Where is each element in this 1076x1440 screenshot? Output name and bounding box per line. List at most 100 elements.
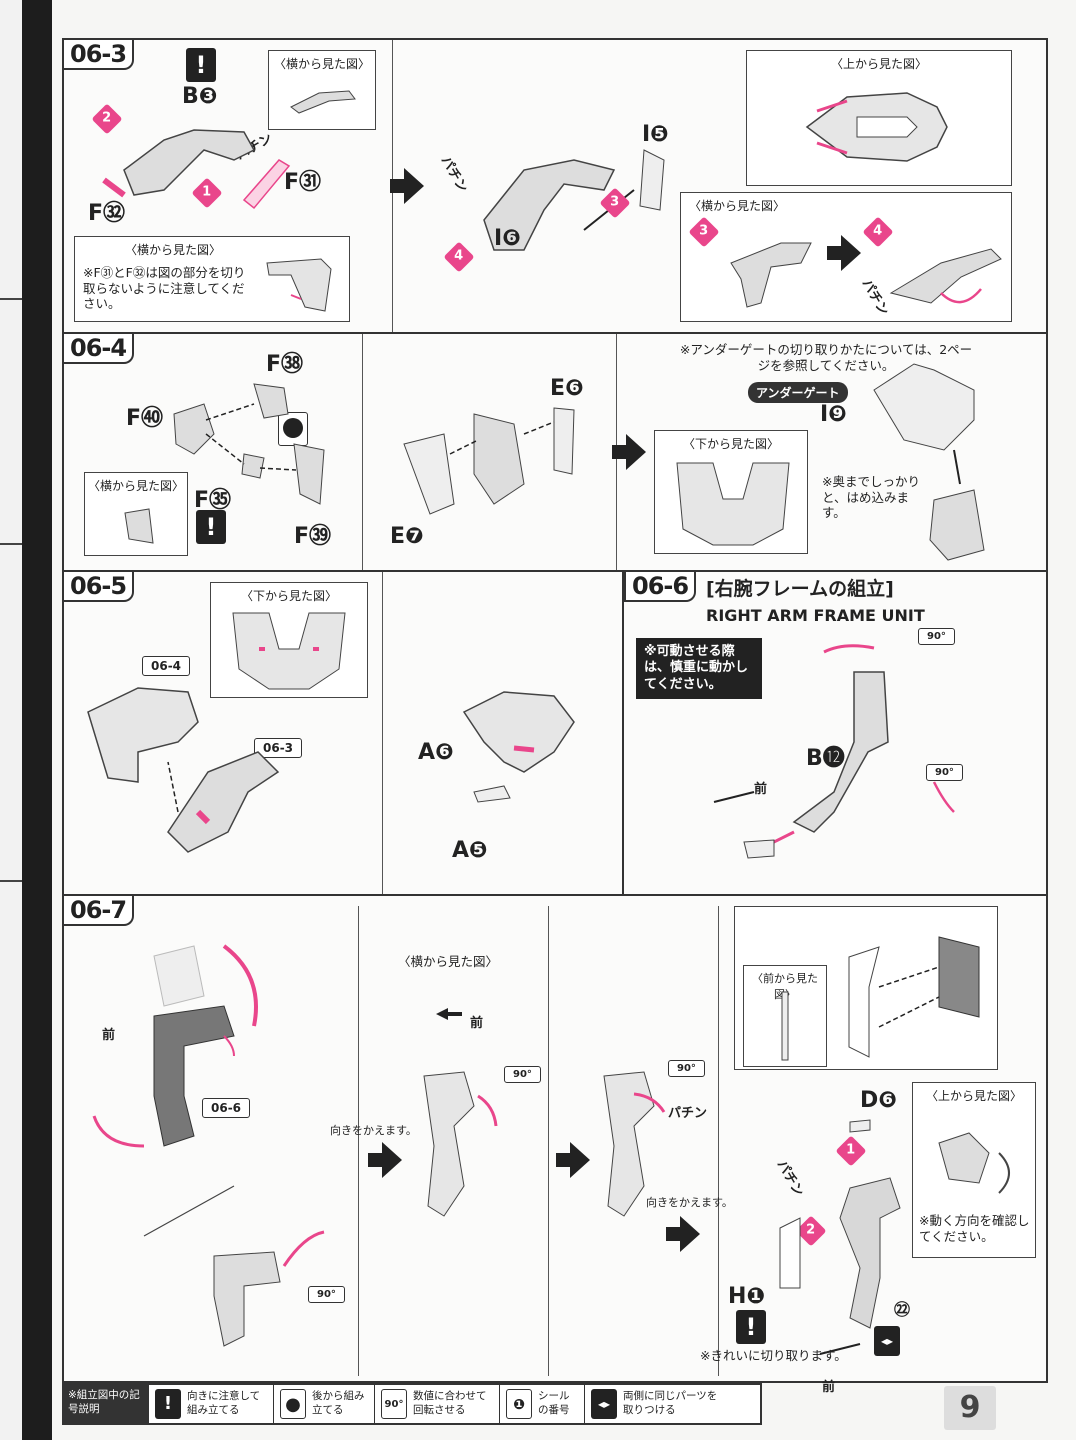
caution-icon: ! <box>736 1310 766 1344</box>
cut-note: ※F㉛とF㉜は図の部分を切り取らないように注意してください。 <box>83 265 246 312</box>
part-label-f35: F㉟ <box>194 488 232 513</box>
caution-icon: ! <box>196 510 226 544</box>
inset-caption: 〈横から見た図〉 <box>87 479 184 493</box>
ref-06-3: 06-3 <box>254 738 303 758</box>
part-label-d6: D❻ <box>860 1088 897 1113</box>
part-illustration <box>87 687 280 853</box>
front-label: 前 <box>754 782 768 797</box>
legend-text: 数値に合わせて回転させる <box>413 1390 487 1416</box>
page-edge-rule <box>0 298 22 300</box>
part-illustration <box>124 508 154 544</box>
step-06-4: 06-4 F㊳ F㊵ F㉟ F㊴ ! 〈横から見た図〉 <box>64 334 1046 572</box>
part-illustration <box>92 944 325 1347</box>
part-label-i6: I❻ <box>494 226 521 251</box>
check-note: ※動く方向を確認してください。 <box>919 1213 1030 1244</box>
previous-page-edge <box>0 0 22 1440</box>
front-label: 前 <box>822 1380 836 1395</box>
symbol-legend: ※組立図中の記号説明 ! 向きに注意して組み立てる ● 後から組み立てる 90°… <box>62 1383 762 1425</box>
part-label-f40: F㊵ <box>126 406 164 431</box>
undergate-note: ※アンダーゲートの切り取りかたについては、2ページを参照してください。 <box>679 342 973 373</box>
divider <box>622 572 624 894</box>
step-label: 06-5 <box>64 572 135 602</box>
ref-06-6: 06-6 <box>202 1098 251 1118</box>
rotate-90-icon: 90° <box>668 1060 705 1077</box>
both-sides-icon: ◂▸ <box>874 1326 900 1356</box>
turn-note: 向きをかえます。 <box>330 1124 417 1137</box>
part-illustration <box>423 1071 498 1217</box>
inset-top-view: 〈上から見た図〉 <box>746 50 1012 186</box>
flow-arrow-icon <box>612 434 646 470</box>
step-label: 06-4 <box>64 334 135 364</box>
step-label: 06-7 <box>64 896 135 926</box>
ref-06-4: 06-4 <box>142 656 191 676</box>
caution-icon: ! <box>186 48 216 82</box>
part-illustration <box>848 936 980 1058</box>
part-label-f39: F㊴ <box>294 524 332 549</box>
part-label-b12: B⓬ <box>806 746 845 771</box>
assemble-later-icon: ● <box>280 1389 306 1419</box>
part-illustration <box>603 1071 666 1217</box>
part-illustration <box>805 92 948 162</box>
part-illustration <box>403 407 575 515</box>
part-label-i9: I❾ <box>820 402 847 427</box>
divider <box>718 906 719 1376</box>
rotate-90-icon: 90° <box>504 1066 541 1083</box>
inset-caption: 〈上から見た図〉 <box>830 57 927 71</box>
legend-item: ◂▸ 両側に同じパーツを取りつける <box>584 1385 725 1423</box>
inset-bottom-view: 〈下から見た図〉 <box>210 582 368 698</box>
caution-note: ※可動させる際は、慎重に動かしてください。 <box>636 638 762 699</box>
step-06-7: 06-7 前 06-6 90° 〈横から見た図〉 前 向きをかえます。 <box>64 896 1046 1395</box>
divider <box>362 334 363 570</box>
rotate-icon: 90° <box>381 1389 407 1419</box>
inset-side-view-note: 〈横から見た図〉 ※F㉛とF㉜は図の部分を切り取らないように注意してください。 <box>74 236 350 322</box>
legend-text: シールの番号 <box>538 1390 570 1416</box>
part-label-f38: F㊳ <box>266 352 304 377</box>
part-illustration <box>290 90 356 114</box>
inset-top-view: 〈上から見た図〉 ※動く方向を確認してください。 <box>912 1082 1036 1258</box>
part-illustration <box>889 248 1002 304</box>
step-06-5-06-6: 06-5 〈下から見た図〉 06-4 06-3 <box>64 572 1046 896</box>
press-note: ※奥までしっかりと、はめ込みます。 <box>822 474 920 521</box>
legend-head: ※組立図中の記号説明 <box>64 1385 148 1423</box>
flow-arrow-icon <box>556 1142 590 1178</box>
part-illustration <box>938 1132 1010 1194</box>
rotate-90-icon: 90° <box>918 628 955 645</box>
step-06-3: 06-3 ! B❸ F㉛ F㉜ 2 1 パチン 〈横から見た図〉 〈横から見た図 <box>64 40 1046 334</box>
inset-side-view: 〈横から見た図〉 <box>268 50 376 130</box>
title-en: RIGHT ARM FRAME UNIT <box>706 606 925 625</box>
legend-item: 90° 数値に合わせて回転させる <box>374 1385 499 1423</box>
part-illustration <box>232 612 346 690</box>
divider <box>548 906 549 1376</box>
page-edge-rule <box>0 543 22 545</box>
legend-item: ! 向きに注意して組み立てる <box>148 1385 273 1423</box>
divider <box>382 572 383 894</box>
inset-front-view: 〈前から見た図〉 <box>734 906 998 1070</box>
legend-text: 後から組み立てる <box>312 1390 365 1416</box>
inset-side-view-right: 〈横から見た図〉 3 4 パチン <box>680 192 1012 322</box>
step-label: 06-6 <box>624 572 697 602</box>
sfx-text: パチン <box>668 1106 708 1121</box>
part-illustration <box>462 691 575 803</box>
part-illustration <box>676 462 790 546</box>
legend-item: ● 後から組み立てる <box>273 1385 374 1423</box>
flow-arrow-icon <box>368 1142 402 1178</box>
flow-arrow-icon <box>390 168 424 204</box>
undergate-badge: アンダーゲート <box>748 382 848 403</box>
turn-note: 向きをかえます。 <box>646 1196 733 1209</box>
title-jp: [右腕フレームの組立] <box>706 578 894 600</box>
cut-note: ※きれいに切り取ります。 <box>700 1348 847 1363</box>
front-label: 前 <box>470 1016 484 1031</box>
part-label-i5: I❺ <box>642 122 669 147</box>
assemble-later-icon <box>278 412 308 446</box>
part-illustration <box>102 129 291 210</box>
seal-number: ㉒ <box>894 1300 911 1319</box>
inset-caption: 〈横から見た図〉 <box>689 199 786 213</box>
arrow-left-icon <box>436 1008 462 1020</box>
part-label-f32: F㉜ <box>88 201 126 226</box>
part-label-f31: F㉛ <box>284 170 322 195</box>
part-label-a6: A❻ <box>418 740 454 765</box>
divider <box>358 906 359 1376</box>
inset-caption: 〈上から見た図〉 <box>925 1089 1022 1103</box>
legend-text: 両側に同じパーツを取りつける <box>623 1390 718 1416</box>
inset-caption: 〈横から見た図〉 <box>125 243 222 257</box>
